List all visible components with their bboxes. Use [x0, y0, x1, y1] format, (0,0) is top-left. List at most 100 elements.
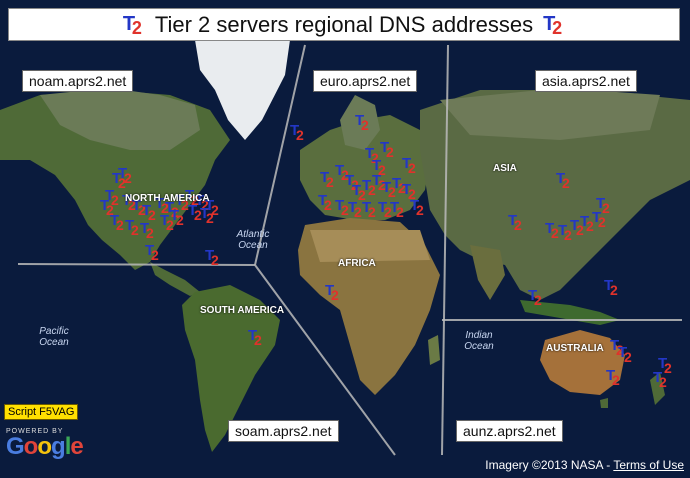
svg-text:T: T	[125, 217, 134, 234]
t2-server-marker-icon[interactable]: T2	[155, 195, 169, 216]
t2-server-marker-icon[interactable]: T2	[380, 139, 394, 160]
t2-server-marker-icon[interactable]: T2	[205, 247, 219, 268]
t2-server-marker-icon[interactable]: T2	[362, 199, 376, 220]
svg-text:T: T	[610, 337, 619, 354]
t2-server-marker-icon[interactable]: T2	[658, 355, 672, 376]
t2-server-marker-icon[interactable]: T2	[545, 220, 559, 241]
t2-server-marker-icon[interactable]: T2	[618, 344, 632, 365]
t2-server-marker-icon[interactable]: T2	[378, 199, 392, 220]
svg-text:T: T	[318, 192, 327, 209]
t2-server-marker-icon[interactable]: T2	[653, 369, 667, 390]
t2-server-marker-icon[interactable]: T2	[365, 145, 379, 166]
t2-server-marker-icon[interactable]: T2	[125, 217, 139, 238]
t2-server-marker-icon[interactable]: T2	[185, 187, 199, 208]
google-branding[interactable]: POWERED BY Google	[6, 428, 84, 459]
t2-server-marker-icon[interactable]: T2	[508, 212, 522, 233]
t2-server-marker-icon[interactable]: T2	[390, 199, 404, 220]
t2-server-marker-icon[interactable]: T2	[170, 207, 184, 228]
t2-server-marker-icon[interactable]: T2	[352, 182, 366, 203]
t2-server-marker-icon[interactable]: T2	[110, 212, 124, 233]
t2-server-marker-icon[interactable]: T2	[188, 202, 202, 223]
japan	[600, 190, 615, 225]
t2-server-marker-icon[interactable]: T2	[160, 212, 174, 233]
t2-server-marker-icon[interactable]: T2	[606, 367, 620, 388]
t2-server-marker-icon[interactable]: T2	[570, 217, 584, 238]
t2-server-marker-icon[interactable]: T2	[175, 192, 189, 213]
t2-server-marker-icon[interactable]: T2	[592, 209, 606, 230]
t2-server-marker-icon[interactable]: T2	[410, 197, 424, 218]
svg-text:T: T	[165, 199, 174, 216]
t2-server-marker-icon[interactable]: T2	[140, 220, 154, 241]
t2-server-marker-icon[interactable]: T2	[610, 337, 624, 358]
svg-text:T: T	[372, 172, 381, 189]
t2-server-marker-icon[interactable]: T2	[528, 287, 542, 308]
t2-server-marker-icon[interactable]: T2	[355, 112, 369, 133]
region-label-noam: noam.aprs2.net	[22, 70, 134, 92]
svg-text:2: 2	[368, 182, 376, 198]
t2-server-marker-icon[interactable]: T2	[200, 205, 214, 226]
t2-server-marker-icon[interactable]: T2	[105, 187, 119, 208]
t2-server-marker-icon[interactable]: T2	[392, 175, 406, 196]
t2-server-marker-icon[interactable]: T2	[335, 162, 349, 183]
svg-text:2: 2	[602, 200, 610, 216]
t2-server-marker-icon[interactable]: T2	[122, 192, 136, 213]
svg-text:2: 2	[386, 144, 394, 160]
t2-server-marker-icon[interactable]: T2	[142, 202, 156, 223]
t2-server-marker-icon[interactable]: T2	[402, 181, 416, 202]
svg-text:2: 2	[616, 342, 624, 358]
svg-text:2: 2	[416, 202, 424, 218]
label-indian-ocean: Indian Ocean	[464, 330, 494, 352]
t2-server-marker-icon[interactable]: T2	[556, 170, 570, 191]
label-africa: AFRICA	[338, 258, 376, 269]
svg-text:2: 2	[586, 218, 594, 234]
svg-text:2: 2	[341, 167, 349, 183]
t2-server-marker-icon[interactable]: T2	[382, 179, 396, 200]
svg-text:2: 2	[131, 222, 139, 238]
new-zealand	[650, 372, 665, 405]
divider-noam-euro	[254, 44, 306, 266]
svg-text:T: T	[142, 202, 151, 219]
svg-text:T: T	[320, 169, 329, 186]
label-pacific-ocean: Pacific Ocean	[39, 326, 69, 348]
t2-server-marker-icon[interactable]: T2	[325, 282, 339, 303]
t2-server-marker-icon[interactable]: T2	[402, 155, 416, 176]
svg-text:2: 2	[514, 217, 522, 233]
svg-text:2: 2	[398, 180, 406, 196]
t2-server-marker-icon[interactable]: T2	[145, 242, 159, 263]
t2-server-marker-icon[interactable]: T2	[320, 169, 334, 190]
t2-server-marker-icon[interactable]: T2	[100, 197, 114, 218]
label-asia: ASIA	[493, 163, 517, 174]
svg-text:2: 2	[254, 332, 262, 348]
terms-of-use-link[interactable]: Terms of Use	[613, 458, 684, 472]
t2-server-marker-icon[interactable]: T2	[248, 327, 262, 348]
svg-text:T: T	[132, 197, 141, 214]
t2-server-marker-icon[interactable]: T2	[596, 195, 610, 216]
t2-server-marker-icon[interactable]: T2	[165, 199, 179, 220]
t2-server-marker-icon[interactable]: T2	[604, 277, 618, 298]
svg-text:2: 2	[124, 170, 132, 186]
t2-server-marker-icon[interactable]: T2	[118, 165, 132, 186]
se-asia-islands	[520, 300, 620, 325]
t2-server-marker-icon[interactable]: T2	[345, 172, 359, 193]
t2-server-marker-icon[interactable]: T2	[362, 177, 376, 198]
t2-server-marker-icon[interactable]: T2	[132, 197, 146, 218]
t2-server-marker-icon[interactable]: T2	[580, 213, 594, 234]
t2-server-marker-icon[interactable]: T2	[372, 157, 386, 178]
svg-text:2: 2	[211, 202, 219, 218]
t2-server-marker-icon[interactable]: T2	[558, 222, 572, 243]
t2-server-marker-icon[interactable]: T2	[335, 197, 349, 218]
svg-text:2: 2	[341, 202, 349, 218]
svg-text:T: T	[110, 212, 119, 229]
t2-server-marker-icon[interactable]: T2	[112, 170, 126, 191]
south-america-landmass	[182, 285, 280, 452]
t2-server-marker-icon[interactable]: T2	[195, 192, 209, 213]
t2-server-marker-icon[interactable]: T2	[372, 172, 386, 193]
svg-text:T: T	[348, 199, 357, 216]
t2-server-marker-icon[interactable]: T2	[318, 192, 332, 213]
t2-server-marker-icon[interactable]: T2	[348, 199, 362, 220]
svg-text:T: T	[140, 220, 149, 237]
t2-server-marker-icon[interactable]: T2	[205, 197, 219, 218]
t2-server-marker-icon[interactable]: T2	[290, 122, 304, 143]
svg-text:2: 2	[534, 292, 542, 308]
